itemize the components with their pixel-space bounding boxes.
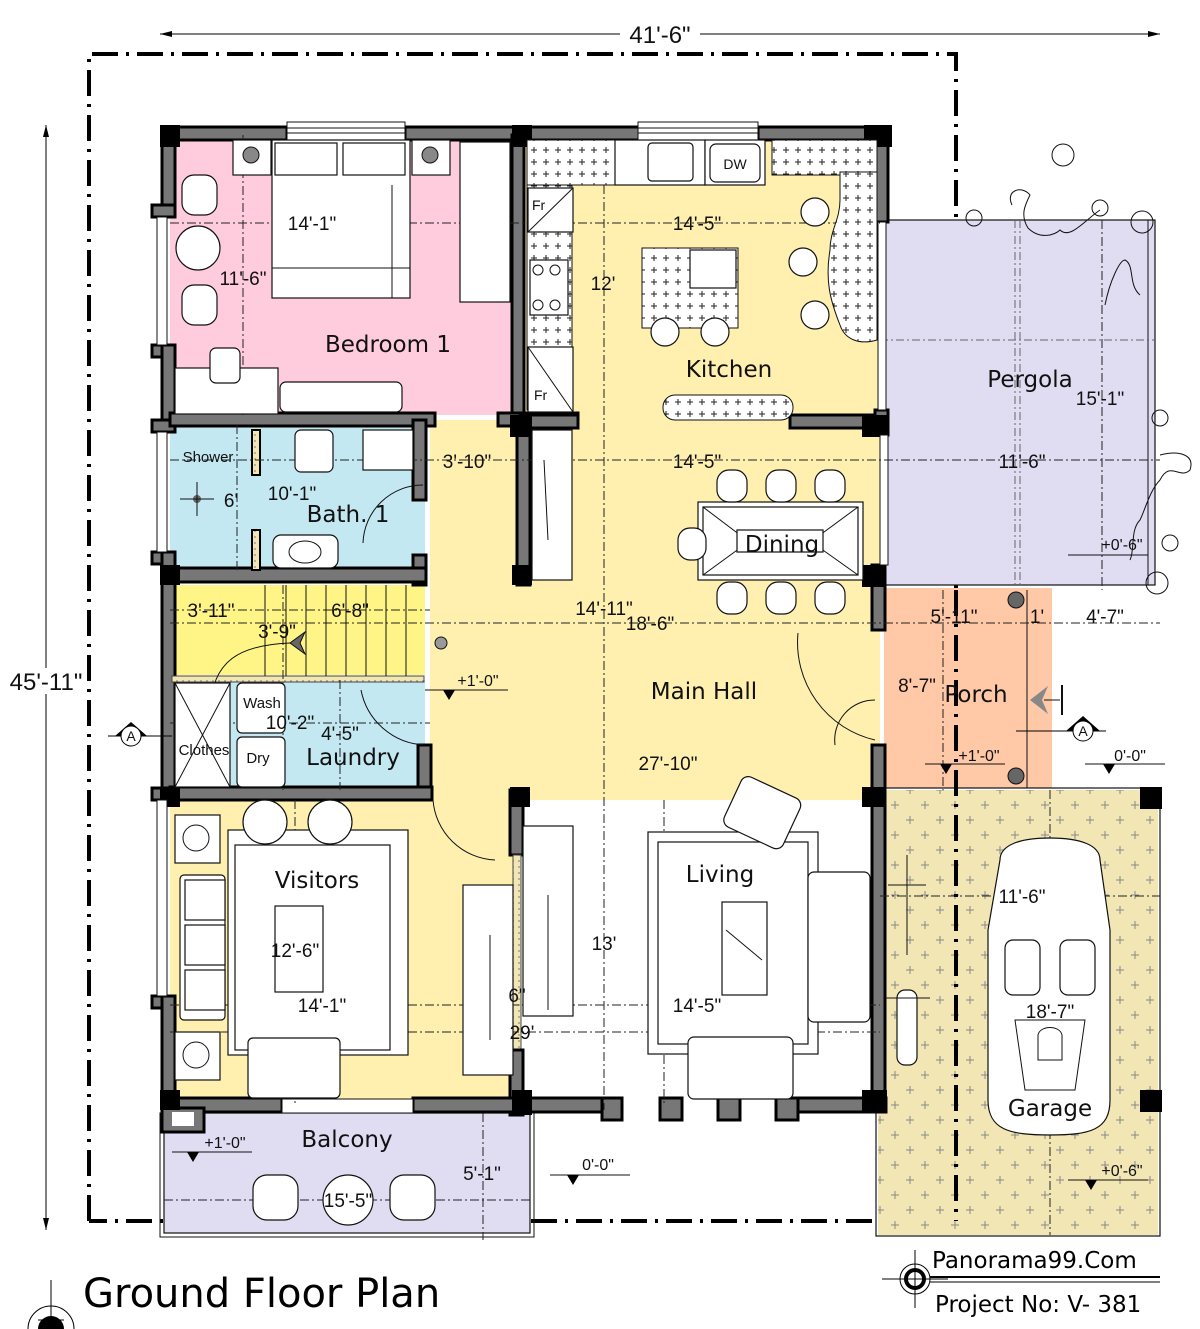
section-marker-left: A bbox=[108, 722, 172, 747]
washer-label: Wash bbox=[243, 695, 281, 712]
laundry-fixtures bbox=[174, 682, 426, 788]
dining-furniture bbox=[677, 469, 864, 615]
pergola-width: 15'-1" bbox=[1076, 389, 1124, 410]
main-hall-depth: 27'-10" bbox=[639, 754, 698, 775]
stairs-width-3: 3'-9" bbox=[258, 622, 296, 643]
main-hall-width-2: 18'-6" bbox=[626, 614, 674, 635]
porch-width: 5'-11" bbox=[931, 607, 978, 628]
entry-arrow-icon bbox=[1030, 686, 1048, 714]
room-label-garage: Garage bbox=[1008, 1096, 1092, 1122]
room-label-porch: Porch bbox=[944, 682, 1007, 708]
room-label-bedroom1: Bedroom 1 bbox=[325, 332, 451, 358]
bedroom1-width: 14'-1" bbox=[288, 214, 336, 235]
living-furniture bbox=[647, 632, 876, 1100]
garage-level: +0'-6" bbox=[1101, 1163, 1142, 1180]
stairs-width-1: 3'-11" bbox=[188, 601, 235, 622]
bath-fixtures bbox=[180, 429, 424, 569]
overall-depth-label: 45'-11" bbox=[10, 669, 83, 696]
fridge-top-label: Fr bbox=[532, 197, 546, 213]
balcony-width: 15'-5" bbox=[324, 1191, 372, 1212]
svg-text:A: A bbox=[126, 728, 136, 744]
visitors-depth: 12'-6" bbox=[271, 941, 319, 962]
living-depth: 13' bbox=[592, 934, 617, 955]
overall-depth-dimension: 45'-11" bbox=[0, 125, 92, 1230]
balcony-level: +1'-0" bbox=[204, 1135, 245, 1152]
stairs-width-2: 6'-8" bbox=[331, 601, 369, 622]
ground-level-porch: 0'-0" bbox=[1114, 748, 1146, 765]
porch-side: 4'-7" bbox=[1086, 607, 1124, 628]
room-label-balcony: Balcony bbox=[301, 1127, 392, 1153]
drawing-title: Ground Floor Plan bbox=[83, 1271, 440, 1317]
porch-level: +1'-0" bbox=[958, 748, 999, 765]
room-label-living: Living bbox=[686, 862, 754, 888]
pergola-depth: 11'-6" bbox=[999, 452, 1046, 473]
structural-columns bbox=[160, 125, 1162, 1115]
porch-details bbox=[1007, 590, 1063, 788]
partition-thickness: 6" bbox=[508, 986, 525, 1007]
visitors-furniture bbox=[174, 799, 496, 1099]
partition-length: 29' bbox=[510, 1023, 535, 1044]
balcony-depth: 5'-1" bbox=[463, 1164, 501, 1185]
bath1-depth: 6' bbox=[224, 491, 238, 512]
room-label-main-hall: Main Hall bbox=[651, 679, 757, 705]
visitors-width: 14'-1" bbox=[298, 996, 346, 1017]
dryer-label: Dry bbox=[246, 750, 270, 767]
hall-cabinet bbox=[531, 429, 573, 581]
ground-level-balcony: 0'-0" bbox=[582, 1157, 614, 1174]
room-label-dining: Dining bbox=[745, 532, 819, 558]
clothes-label: Clothes bbox=[179, 742, 230, 759]
fridge-bottom-label: Fr bbox=[534, 387, 548, 403]
balcony-furniture bbox=[252, 1174, 436, 1226]
dishwasher-label: DW bbox=[723, 156, 747, 172]
garage-depth: 18'-7" bbox=[1026, 1002, 1074, 1023]
brand-target-icon bbox=[882, 1250, 1160, 1308]
landscape-plants bbox=[965, 143, 1192, 595]
north-arrow-icon bbox=[27, 1280, 75, 1329]
overall-width-dimension: 41'-6" bbox=[160, 22, 1160, 49]
svg-text:A: A bbox=[1078, 723, 1088, 739]
room-label-bath1: Bath. 1 bbox=[307, 502, 390, 528]
living-width: 14'-5" bbox=[673, 996, 721, 1017]
laundry-width: 10'-2" bbox=[266, 713, 314, 734]
main-hall-width-1: 14'-11" bbox=[575, 599, 633, 620]
porch-depth: 8'-7" bbox=[898, 676, 936, 697]
hall-opening-width: 3'-10" bbox=[443, 452, 491, 473]
overall-width-label: 41'-6" bbox=[629, 22, 690, 49]
tv-units bbox=[462, 825, 574, 1076]
laundry-depth: 4'-5" bbox=[321, 724, 359, 745]
room-label-visitors: Visitors bbox=[275, 868, 360, 894]
bedroom1-depth: 11'-6" bbox=[220, 269, 267, 290]
room-label-pergola: Pergola bbox=[987, 367, 1072, 393]
kitchen-furniture: DW Fr Fr bbox=[526, 139, 878, 421]
kitchen-width: 14'-5" bbox=[673, 214, 721, 235]
garage-width: 11'-6" bbox=[999, 887, 1046, 908]
bedroom-furniture bbox=[174, 139, 511, 415]
porch-step: 1' bbox=[1030, 607, 1044, 628]
kitchen-depth: 12' bbox=[591, 274, 616, 295]
property-boundary bbox=[87, 52, 958, 1223]
brand-label: Panorama99.Com bbox=[932, 1248, 1137, 1274]
bath1-width: 10'-1" bbox=[268, 484, 316, 505]
project-number: Project No: V- 381 bbox=[935, 1292, 1141, 1318]
shower-label: Shower bbox=[183, 449, 234, 466]
section-marker-right: A bbox=[1016, 716, 1106, 742]
main-hall-level: +1'-0" bbox=[457, 673, 498, 690]
room-label-laundry: Laundry bbox=[306, 745, 400, 771]
room-label-kitchen: Kitchen bbox=[686, 357, 772, 383]
pergola-level: +0'-6" bbox=[1101, 537, 1142, 554]
garage-vehicles bbox=[886, 837, 1111, 1136]
dining-width: 14'-5" bbox=[673, 452, 721, 473]
